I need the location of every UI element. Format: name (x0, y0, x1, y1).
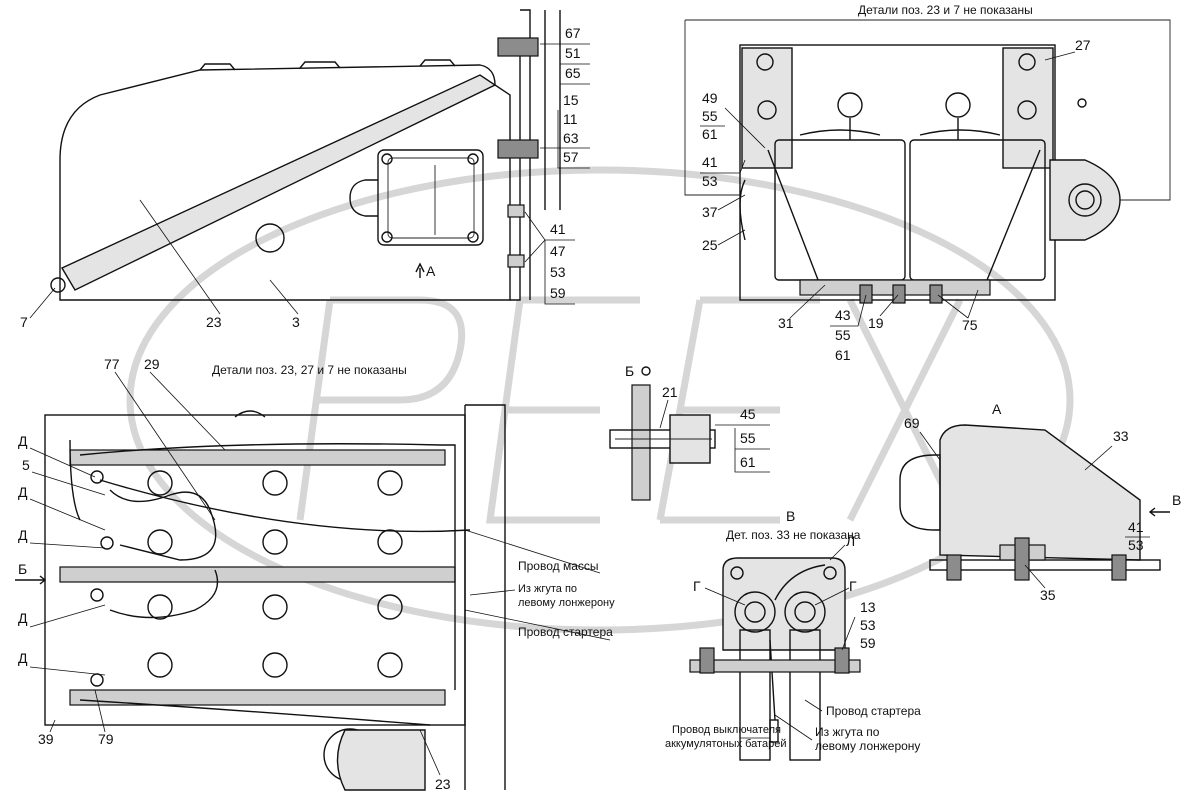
label-55b: 55 (835, 327, 851, 343)
label-43: 43 (835, 307, 851, 323)
view-arrow-v: В (1172, 492, 1181, 508)
label-51: 51 (565, 45, 581, 61)
label-41b: 41 (702, 154, 718, 170)
label-13: 13 (860, 599, 876, 615)
label-53b: 53 (702, 173, 718, 189)
label-53c: 53 (1128, 537, 1144, 553)
label-55: 55 (702, 108, 718, 124)
top-right-view: Детали поз. 23 и 7 не показаны 27 49 55 … (684, 3, 1171, 363)
label-37: 37 (702, 204, 718, 220)
label-41: 41 (550, 221, 566, 237)
label-19: 19 (868, 315, 884, 331)
label-15: 15 (563, 92, 579, 108)
label-65: 65 (565, 65, 581, 81)
label-11: 11 (563, 111, 578, 127)
label-47: 47 (550, 243, 566, 259)
label-25: 25 (702, 237, 718, 253)
top-left-view: А 7 23 3 67 51 65 15 11 63 57 41 47 53 5… (20, 9, 590, 330)
label-29: 29 (144, 356, 160, 372)
label-63: 63 (563, 130, 579, 146)
label-g2: Г (849, 578, 857, 594)
view-a-detail: А В 69 33 41 53 35 (899, 401, 1181, 603)
label-d3: Д (18, 527, 28, 543)
bottom-left-view: Детали поз. 23, 27 и 7 не показаны 77 29… (15, 356, 615, 792)
label-27: 27 (1075, 37, 1091, 53)
view-b-title: Б (625, 363, 634, 379)
wire-mass-label: Провод массы (518, 559, 599, 573)
label-61b: 61 (835, 347, 851, 363)
label-55c: 55 (740, 430, 756, 446)
label-b-arrow: Б (18, 561, 27, 577)
label-d4: Д (18, 610, 28, 626)
wire-harness-label-1: Из жгута по (518, 583, 577, 595)
view-arrow-a-label: А (426, 263, 436, 279)
label-69: 69 (904, 415, 920, 431)
view-a-title: А (992, 401, 1002, 417)
wire-switch-label-2: аккумулятоных батарей (665, 738, 786, 750)
battery-terminals-grid (147, 470, 403, 678)
label-53d: 53 (860, 617, 876, 633)
wire-harness-label-v1: Из жгута по (815, 725, 880, 739)
label-l: Л (846, 533, 855, 549)
view-v-note: Дет. поз. 33 не показана (726, 528, 861, 542)
top-right-note: Детали поз. 23 и 7 не показаны (858, 3, 1033, 17)
label-77: 77 (104, 356, 120, 372)
label-79: 79 (98, 731, 114, 747)
label-41c: 41 (1128, 519, 1144, 535)
label-23b: 23 (435, 776, 451, 792)
label-57: 57 (563, 149, 579, 165)
bottom-left-note: Детали поз. 23, 27 и 7 не показаны (212, 363, 407, 377)
wire-switch-label-1: Провод выключателя (672, 724, 781, 736)
label-d2: Д (18, 484, 28, 500)
label-5: 5 (22, 457, 30, 473)
view-b-detail: Б 21 45 55 61 (609, 363, 770, 501)
label-3: 3 (292, 314, 300, 330)
label-61c: 61 (740, 454, 756, 470)
wire-starter-label-v: Провод стартера (826, 704, 921, 718)
view-v-title: В (786, 508, 795, 524)
label-67: 67 (565, 25, 581, 41)
label-23: 23 (206, 314, 222, 330)
view-v-detail: В Дет. поз. 33 не показана Г Г Л 13 53 5… (665, 508, 921, 761)
label-21: 21 (662, 384, 678, 400)
label-53: 53 (550, 264, 566, 280)
label-59d: 59 (860, 635, 876, 651)
label-61: 61 (702, 126, 718, 142)
watermark (126, 166, 1074, 634)
label-7: 7 (20, 314, 28, 330)
label-45: 45 (740, 406, 756, 422)
label-33: 33 (1113, 428, 1129, 444)
label-59: 59 (550, 285, 566, 301)
wire-harness-label-2: левому лонжерону (518, 597, 615, 609)
label-31: 31 (778, 315, 794, 331)
label-75: 75 (962, 317, 978, 333)
label-49: 49 (702, 90, 718, 106)
label-d5: Д (18, 650, 28, 666)
label-d1: Д (18, 433, 28, 449)
label-g1: Г (693, 578, 701, 594)
wire-starter-label: Провод стартера (518, 625, 613, 639)
label-39: 39 (38, 731, 54, 747)
label-35: 35 (1040, 587, 1056, 603)
wire-harness-label-v2: левому лонжерону (815, 739, 920, 753)
